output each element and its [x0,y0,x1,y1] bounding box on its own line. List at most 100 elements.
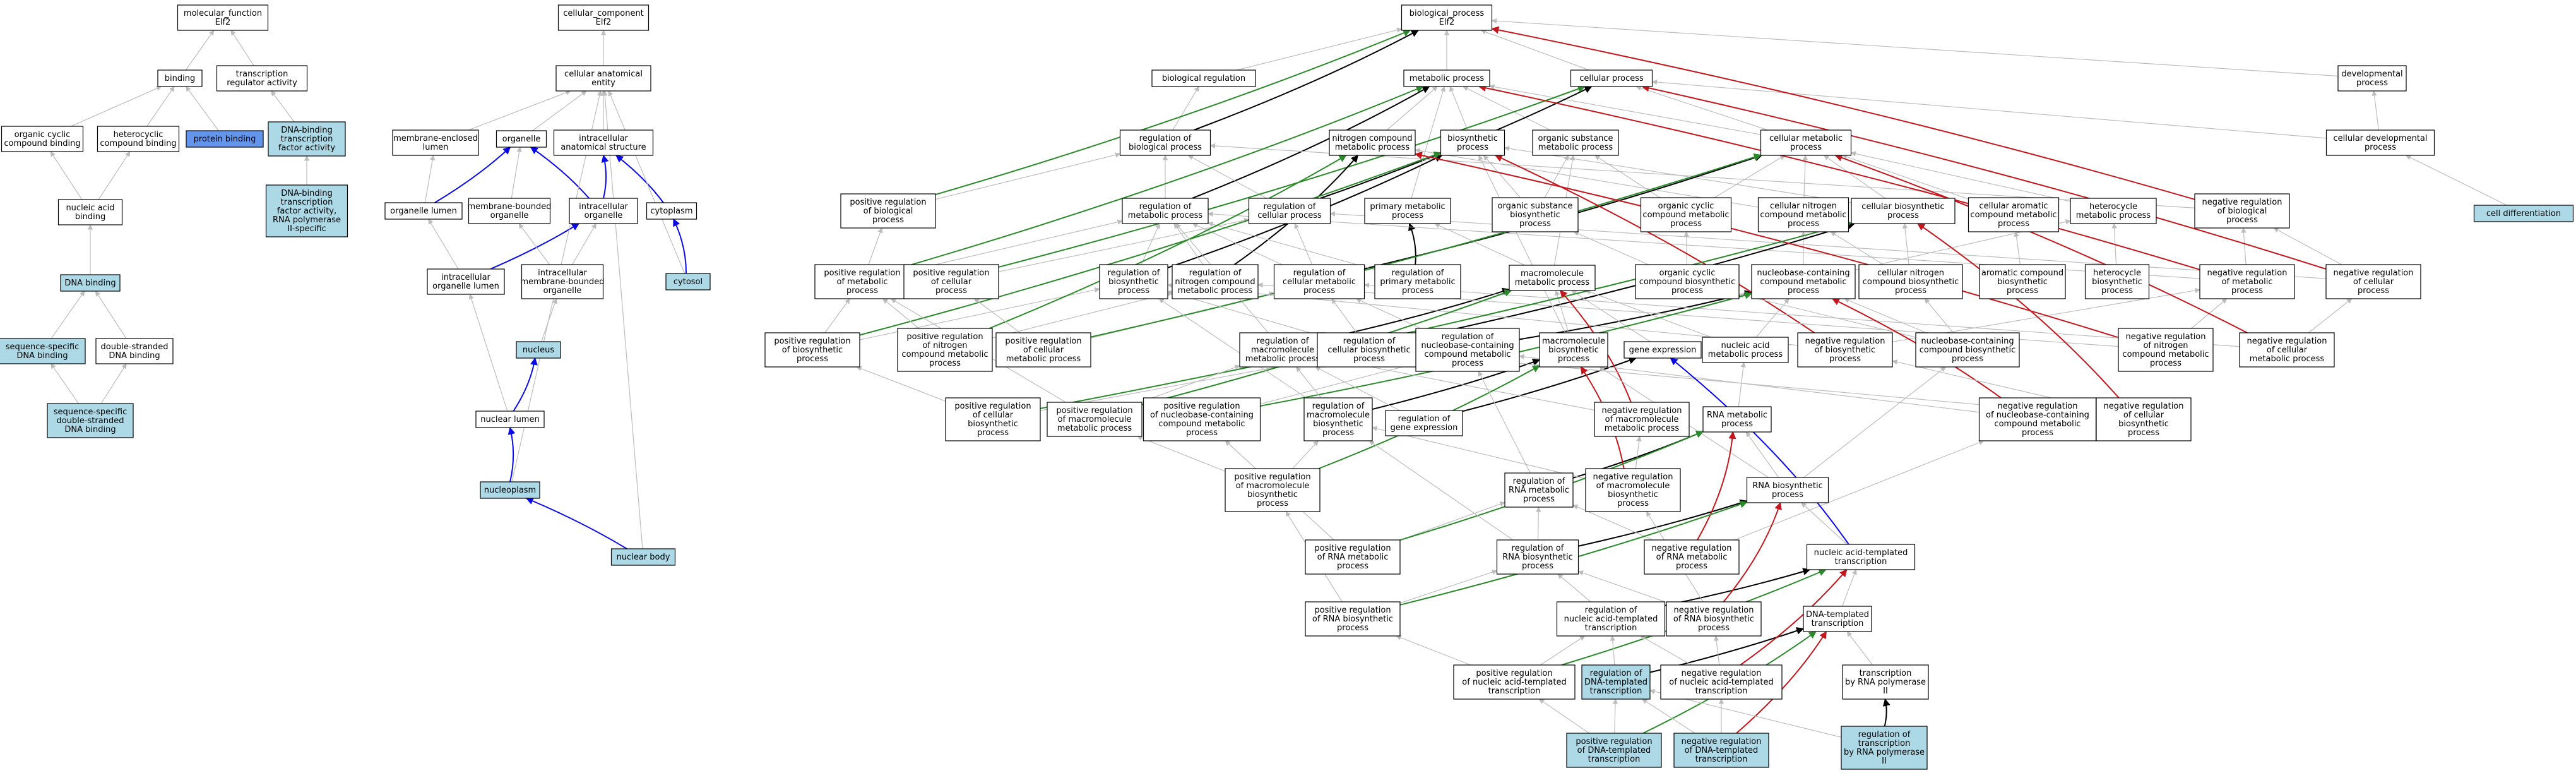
term-node-cp[interactable]: cellular process [1570,69,1653,87]
term-node-dnab[interactable]: DNA binding [60,274,121,292]
term-node-nb[interactable]: nuclear body [610,548,676,566]
term-node-nucleus[interactable]: nucleus [516,341,561,359]
term-node-rmbsp[interactable]: regulation ofmacromoleculebiosyntheticpr… [1303,397,1373,441]
term-node-protb[interactable]: protein binding [186,130,264,148]
term-node-orgl[interactable]: organelle lumen [384,202,463,220]
term-node-celldiff[interactable]: cell differentiation [2473,205,2574,222]
term-node-mp[interactable]: metabolic process [1403,69,1490,87]
term-node-np[interactable]: nucleoplasm [480,481,540,499]
term-node-cyto[interactable]: cytoplasm [646,202,697,220]
term-node-cytosol[interactable]: cytosol [665,273,711,291]
term-node-breg[interactable]: biological regulation [1151,69,1256,87]
term-node-org[interactable]: organelle [496,130,547,148]
term-node-ge[interactable]: gene expression [1623,341,1702,359]
term-node-rnbccmp[interactable]: regulation ofnucleobase-containingcompou… [1415,328,1520,372]
term-node-nl[interactable]: nuclear lumen [475,410,545,428]
term-node-binding[interactable]: binding [157,69,203,87]
